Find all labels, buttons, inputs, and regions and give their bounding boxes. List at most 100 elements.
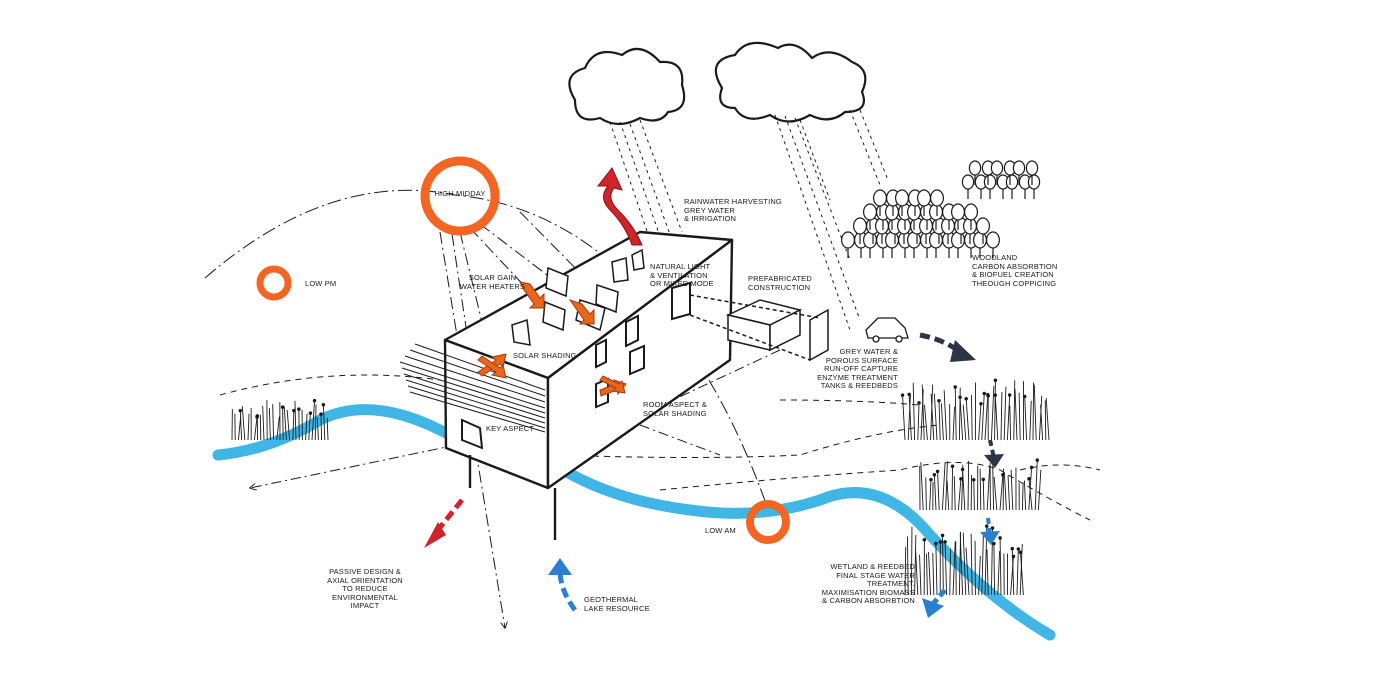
reed-head [935, 469, 940, 474]
reed-stem [986, 465, 991, 511]
tree-canopy [950, 203, 965, 221]
reed-stem [959, 533, 964, 596]
reed-head [982, 391, 986, 396]
reed-stem [938, 400, 941, 441]
reed-stem [965, 398, 970, 441]
reed-stem [962, 532, 967, 596]
reed-head [953, 385, 957, 389]
reed-stem [247, 413, 250, 441]
tree-canopy [1012, 160, 1026, 176]
reed-stem [914, 535, 917, 596]
reed-head [986, 394, 990, 398]
wetland-flow-arrow [922, 517, 1000, 618]
reed-stem [1038, 395, 1043, 441]
reed-stem [239, 410, 243, 441]
tree-canopy [862, 203, 877, 221]
reed-stem [286, 409, 291, 441]
reed-stem [1011, 548, 1015, 596]
reed-stem [1010, 469, 1014, 511]
reed-stem [908, 394, 912, 441]
label-woodland: WOODLAND CARBON ABSORBTION & BIOFUEL CRE… [972, 253, 1058, 288]
reed-head [958, 395, 962, 400]
reed-stem [308, 413, 311, 441]
reed-stem [953, 476, 956, 511]
reed-stem [930, 393, 935, 441]
reed-stem [962, 469, 966, 511]
reed-stem [999, 474, 1004, 511]
reed-stem [253, 417, 258, 441]
reed-stem [1029, 400, 1032, 441]
reed-stem [276, 416, 280, 441]
reed-head [979, 402, 983, 406]
reed-head [312, 398, 317, 403]
reed-head [929, 477, 933, 482]
reed-stem [958, 387, 961, 441]
reed-head [937, 399, 941, 403]
geothermal-arrow [548, 558, 578, 612]
reed-stem [919, 554, 922, 596]
reed-stem [1009, 405, 1012, 441]
reed-stem [283, 406, 287, 441]
reed-stem [952, 406, 955, 441]
reed-stem [906, 536, 909, 596]
reed-stem [967, 460, 970, 511]
reed-head [1035, 458, 1040, 462]
tree-cluster-icon [840, 160, 1041, 258]
reed-head [297, 407, 301, 411]
reed-stem [1003, 472, 1007, 511]
label-high-midday: HIGH MIDDAY [434, 189, 486, 198]
tree-canopy [985, 231, 1000, 249]
reed-stem [954, 387, 957, 441]
reed-stem [944, 541, 948, 596]
reed-stem [935, 543, 938, 596]
reed-head [308, 411, 313, 415]
reed-stem [979, 468, 982, 511]
reed-stem [971, 395, 973, 441]
reed-stem [933, 474, 937, 511]
reed-stem [1034, 460, 1038, 511]
tree-canopy [1027, 174, 1041, 190]
reed-stem [942, 535, 944, 596]
reed-head [1018, 550, 1023, 555]
reed-stem [1021, 482, 1024, 511]
reed-stem [994, 395, 999, 441]
tree-canopy [1005, 174, 1019, 190]
reed-stem [1037, 469, 1042, 511]
solar-gain-arrows [477, 281, 627, 397]
reed-stem [981, 534, 984, 596]
passive-design-arrow [424, 498, 464, 548]
reed-head [1007, 393, 1012, 397]
label-key-aspect: KEY ASPECT [486, 424, 535, 433]
reed-stem [1006, 394, 1011, 441]
reed-head [1022, 394, 1027, 399]
reed-stem [282, 407, 284, 441]
reed-stem [311, 400, 316, 441]
reed-head [990, 526, 995, 530]
reed-stem [940, 403, 944, 441]
reed-stem [910, 526, 913, 596]
reed-stem [1044, 400, 1047, 441]
tree-canopy [963, 203, 978, 221]
reed-stem [962, 404, 967, 441]
tree-canopy [929, 189, 944, 207]
reed-stem [925, 477, 927, 511]
reed-head [280, 405, 285, 409]
reed-stem [1020, 552, 1024, 596]
tree-canopy [961, 174, 975, 190]
reed-stem [924, 404, 928, 441]
reed-head [900, 393, 905, 397]
reed-stem [1007, 475, 1011, 511]
reed-stem [990, 385, 995, 441]
reed-stem [997, 551, 1001, 596]
reed-stem [1018, 392, 1021, 441]
reed-head [1029, 465, 1034, 470]
reed-head [321, 402, 326, 407]
reed-stem [1045, 398, 1050, 441]
reed-stem [902, 395, 906, 441]
reed-head [922, 537, 927, 542]
reed-stem [945, 461, 948, 511]
reed-head [993, 393, 998, 397]
tree-canopy [1025, 160, 1039, 176]
reed-stem [1023, 480, 1027, 511]
